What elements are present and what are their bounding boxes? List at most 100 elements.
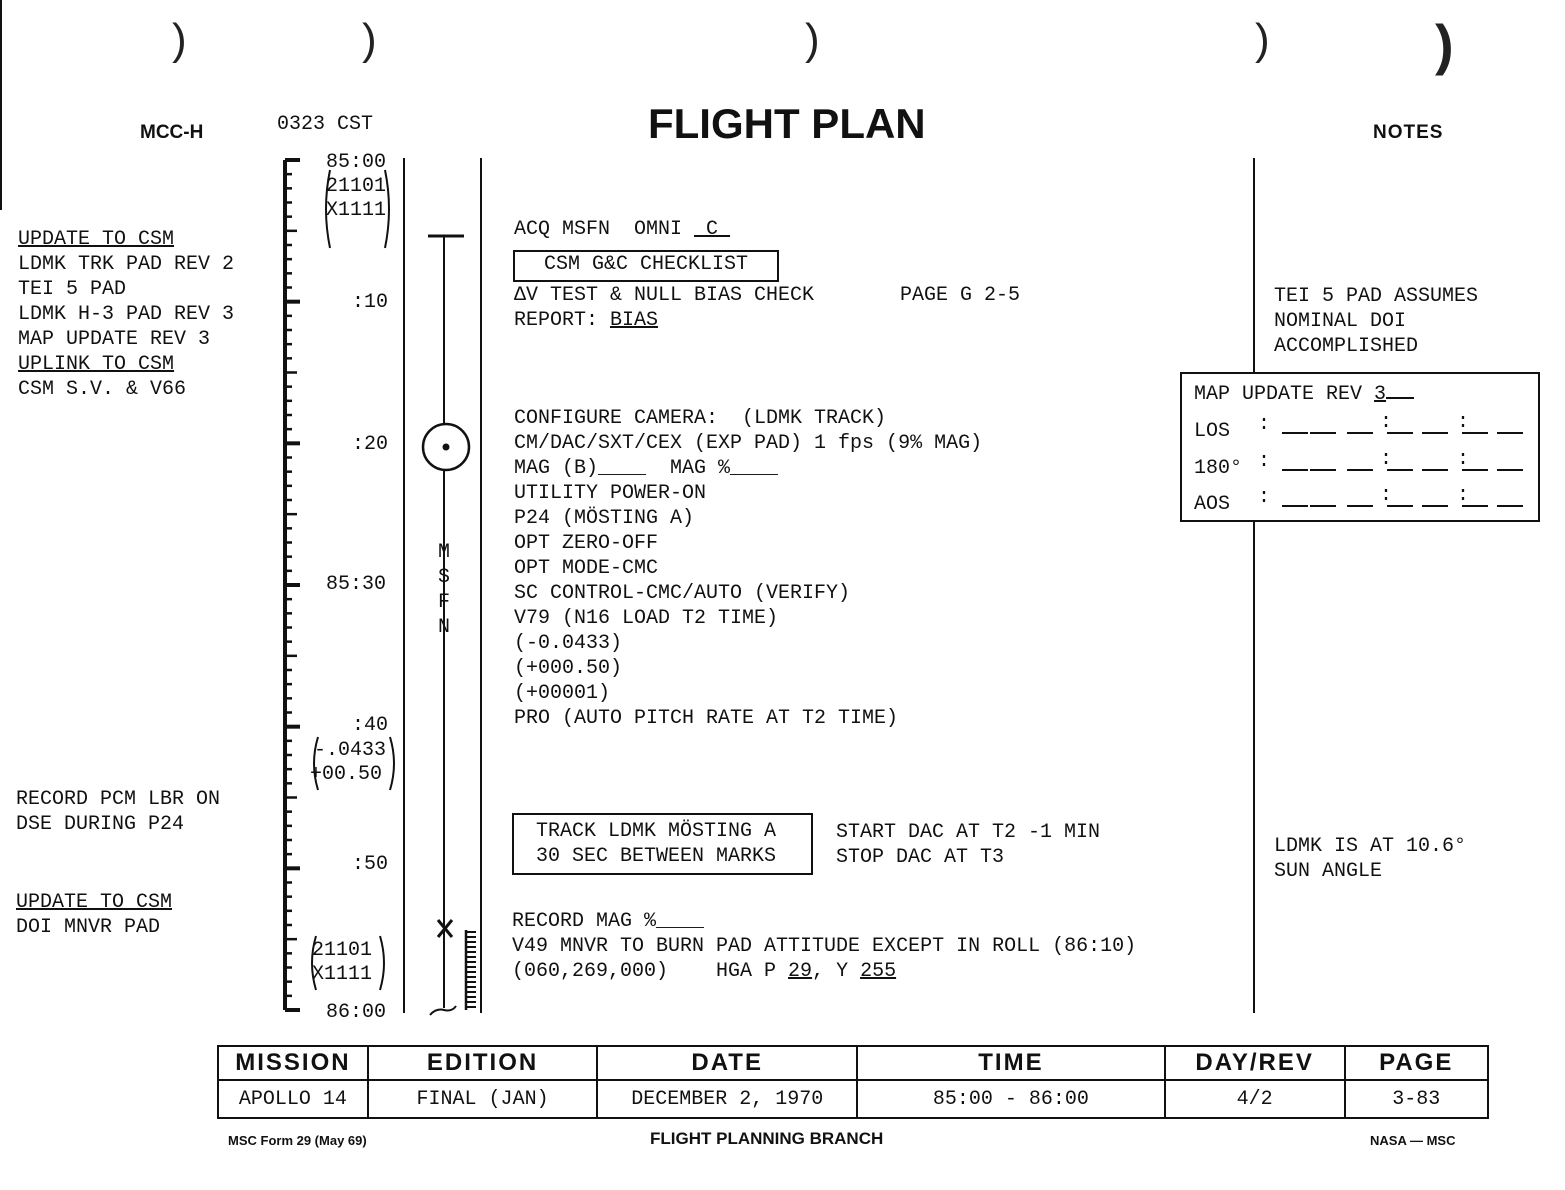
left-note: TEI 5 PAD: [18, 278, 127, 301]
track-box: TRACK LDMK MÖSTING A 30 SEC BETWEEN MARK…: [512, 813, 813, 875]
blank-field: [1347, 469, 1373, 471]
paren-bracket: [325, 169, 331, 249]
blank-field: [1387, 432, 1413, 434]
column-divider: [403, 158, 405, 1013]
x-mark-icon: [436, 919, 454, 938]
update-heading: UPDATE TO CSM: [18, 228, 175, 251]
left-note: CSM S.V. & V66: [18, 378, 187, 401]
timeline-annotation: 21101: [326, 175, 387, 198]
page-edge: [0, 0, 2, 210]
checklist-box: CSM G&C CHECKLIST: [513, 250, 779, 282]
attitude-line: (060,269,000) HGA P 29, Y 255: [512, 959, 896, 984]
update-heading: UPDATE TO CSM: [16, 891, 173, 914]
time-label: :10: [352, 291, 389, 314]
procedure-step: (-0.0433): [514, 632, 623, 655]
hga-pitch: 29: [788, 960, 813, 983]
column-header: EDITION: [366, 1045, 599, 1081]
record-mag: RECORD MAG %____: [512, 910, 705, 933]
station-letter: N: [438, 616, 451, 639]
acq-line: ACQ MSFN OMNI C: [514, 217, 730, 242]
blank: [1386, 383, 1415, 399]
left-note: MAP UPDATE REV 3: [18, 328, 211, 351]
procedure-step: CM/DAC/SXT/CEX (EXP PAD) 1 fps (9% MAG): [514, 432, 983, 455]
colon: :: [1380, 448, 1393, 471]
left-note: DSE DURING P24: [16, 813, 185, 836]
colon: :: [1457, 484, 1470, 507]
map-rev: 3: [1374, 383, 1387, 406]
left-note: RECORD PCM LBR ON: [16, 788, 221, 811]
colon: :: [1380, 484, 1393, 507]
blank-field: [1310, 505, 1336, 507]
blank-field: [1310, 432, 1336, 434]
blank-field: [1462, 432, 1488, 434]
timeline-annotation: 21101: [312, 939, 373, 962]
blank-field: [1282, 505, 1308, 507]
map-title: MAP UPDATE REV 3: [1194, 382, 1424, 407]
binder-hole-mark: ): [1255, 15, 1270, 64]
paren-bracket: [379, 935, 385, 991]
note-text: SUN ANGLE: [1274, 860, 1383, 883]
paren-bracket: [311, 935, 317, 991]
procedure-step: P24 (MÖSTING A): [514, 507, 695, 530]
omni-value: C: [694, 218, 731, 241]
column-header: DAY/REV: [1163, 1045, 1346, 1081]
colon: :: [1380, 411, 1393, 434]
column-header: PAGE: [1343, 1045, 1489, 1081]
map-update-box: MAP UPDATE REV 3 LOS 180° AOS :::::::::: [1180, 372, 1540, 522]
station-letter: M: [438, 541, 451, 564]
procedure-step: OPT MODE-CMC: [514, 557, 659, 580]
blank-field: [1310, 469, 1336, 471]
paren-bracket: [313, 736, 319, 791]
colon: :: [1457, 448, 1470, 471]
station-letter: F: [438, 591, 451, 614]
page-ref: PAGE G 2-5: [900, 284, 1021, 307]
blank-field: [1422, 469, 1448, 471]
branch-name: FLIGHT PLANNING BRANCH: [650, 1129, 884, 1148]
procedure-step: V79 (N16 LOAD T2 TIME): [514, 607, 779, 630]
cell-value: DECEMBER 2, 1970: [596, 1079, 859, 1119]
header-left: MCC-H: [140, 122, 204, 143]
station-letter: S: [438, 566, 451, 589]
column-divider: [1253, 158, 1255, 1013]
los-row: LOS: [1194, 419, 1230, 444]
paren-bracket: [384, 169, 390, 249]
binder-hole-mark: ): [805, 15, 820, 64]
blank-field: [1422, 505, 1448, 507]
procedure-step: OPT ZERO-OFF: [514, 532, 659, 555]
colon: :: [1258, 486, 1271, 509]
note-text: NOMINAL DOI: [1274, 310, 1407, 333]
acq-text: ACQ MSFN OMNI: [514, 218, 695, 241]
column-header: DATE: [596, 1045, 859, 1081]
time-label: :40: [352, 714, 389, 737]
column-divider: [480, 158, 482, 1013]
note-text: LDMK IS AT 10.6°: [1274, 835, 1467, 858]
column-header: MISSION: [217, 1045, 369, 1081]
paren-bracket: [389, 736, 395, 791]
track-text: 30 SEC BETWEEN MARKS: [536, 845, 777, 868]
header-time: 0323 CST: [277, 113, 374, 136]
time-label: 85:30: [326, 573, 387, 596]
form-number: MSC Form 29 (May 69): [228, 1133, 367, 1148]
note-text: ACCOMPLISHED: [1274, 335, 1419, 358]
notes-heading: NOTES: [1373, 122, 1444, 143]
binder-hole-mark: ): [1435, 13, 1454, 76]
hga-yaw: 255: [860, 960, 897, 983]
blank-field: [1347, 432, 1373, 434]
procedure-step: PRO (AUTO PITCH RATE AT T2 TIME): [514, 707, 899, 730]
cell-value: APOLLO 14: [217, 1079, 369, 1119]
dac-step: START DAC AT T2 -1 MIN: [836, 821, 1101, 844]
time-label: 86:00: [326, 1001, 387, 1024]
colon: :: [1457, 411, 1470, 434]
org-name: NASA — MSC: [1370, 1133, 1456, 1148]
procedure-step: SC CONTROL-CMC/AUTO (VERIFY): [514, 582, 851, 605]
target-dot: [442, 443, 450, 451]
row-label: LOS: [1194, 420, 1231, 443]
v49-step: V49 MNVR TO BURN PAD ATTITUDE EXCEPT IN …: [512, 935, 1137, 958]
blank-field: [1387, 505, 1413, 507]
column-header: TIME: [856, 1045, 1166, 1081]
blank-field: [1422, 432, 1448, 434]
binder-hole-mark: ): [362, 15, 377, 64]
row-label: 180°: [1194, 457, 1243, 480]
